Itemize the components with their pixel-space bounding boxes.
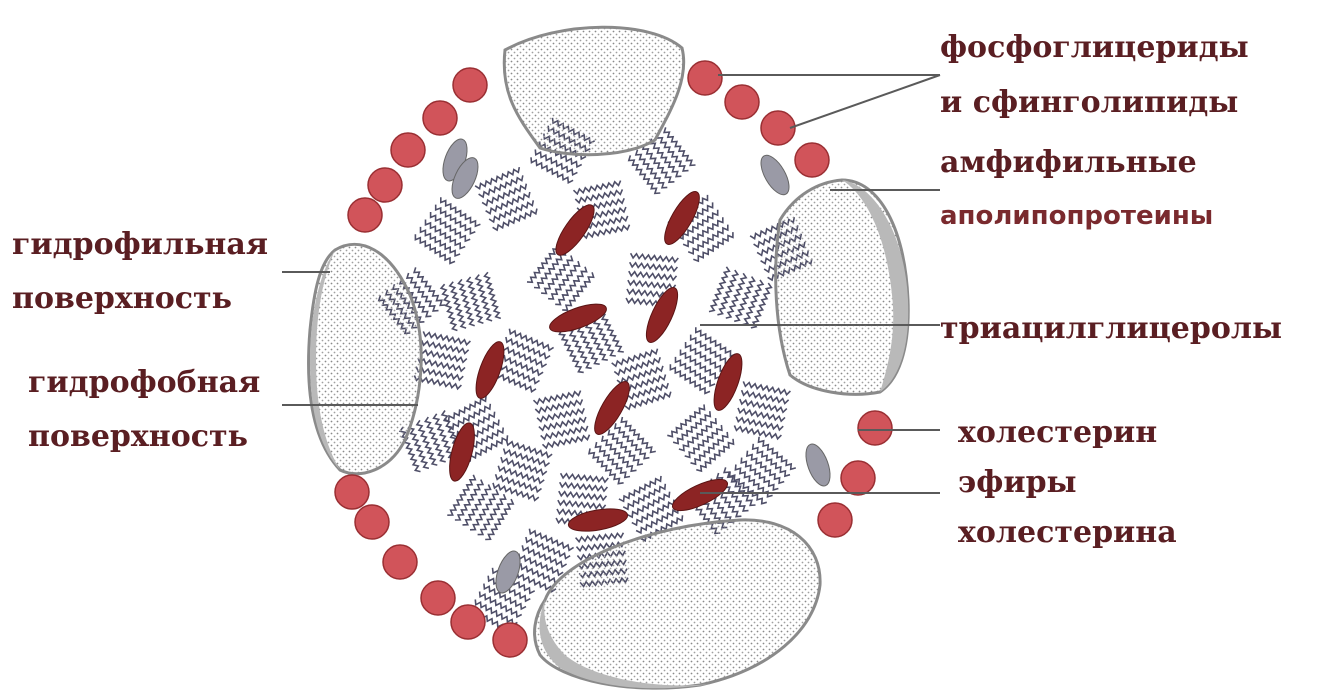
phospholipid-head (423, 101, 457, 135)
phospholipid-head (383, 545, 417, 579)
label-cholesterol: холестерин (958, 415, 1157, 450)
label-apolipoproteins: аполипопротеины (940, 201, 1213, 231)
phospholipid-head (841, 461, 875, 495)
label-cholesterol-esters-line1: эфиры (958, 465, 1077, 500)
phospholipid-head (493, 623, 527, 657)
phospholipid-head (368, 168, 402, 202)
phospholipid-head (725, 85, 759, 119)
phospholipid-head (453, 68, 487, 102)
label-phospholipids-line2: и сфинголипиды (940, 85, 1238, 120)
apoprotein-top (504, 27, 683, 154)
label-cholesterol-esters-line2: холестерина (958, 515, 1177, 550)
phospholipid-head (858, 411, 892, 445)
label-phospholipids-line1: фосфоглицериды (940, 30, 1249, 65)
phospholipid-head (335, 475, 369, 509)
leader-phospholipids-2 (790, 75, 940, 128)
label-hydrophobic-line1: гидрофобная (28, 365, 260, 400)
phospholipid-head (391, 133, 425, 167)
phospholipid-head (688, 61, 722, 95)
phospholipid-head (818, 503, 852, 537)
phospholipid-head (795, 143, 829, 177)
phospholipid-head (421, 581, 455, 615)
phospholipid-head (355, 505, 389, 539)
label-triacylglycerols: триацилглицеролы (940, 311, 1282, 346)
phospholipid-head (348, 198, 382, 232)
label-amphiphilic: амфифильные (940, 145, 1197, 180)
label-hydrophilic-line1: гидрофильная (12, 227, 268, 262)
phospholipid-head (451, 605, 485, 639)
label-hydrophobic-line2: поверхность (28, 419, 248, 454)
label-hydrophilic-line2: поверхность (12, 281, 232, 316)
phospholipid-head (761, 111, 795, 145)
